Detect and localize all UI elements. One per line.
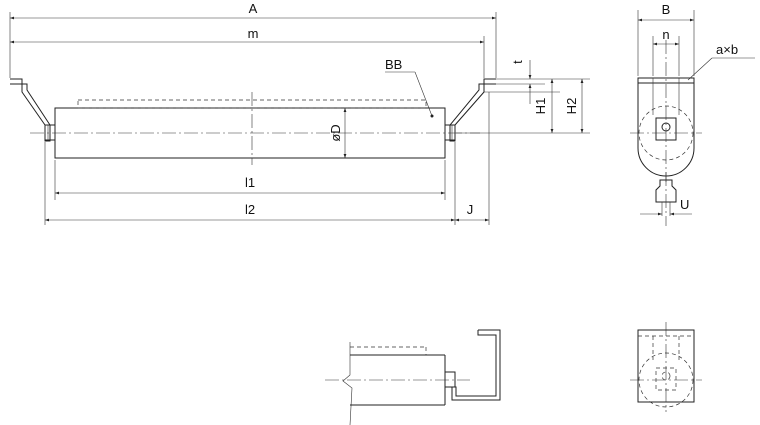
- top-strip: [77, 99, 427, 109]
- label-H2: H2: [564, 98, 579, 115]
- shaft-end-detail: [655, 179, 677, 203]
- label-BB: BB: [385, 57, 402, 72]
- front-view: BB A m øD l1 l2 J t: [9, 1, 590, 225]
- left-bracket: [10, 78, 51, 142]
- partial-shaft-end: [444, 371, 456, 388]
- shaft-detail-view: U: [640, 172, 692, 226]
- label-t: t: [510, 60, 525, 64]
- label-l1: l1: [245, 175, 255, 190]
- partial-bracket: [451, 329, 501, 401]
- break-line: [342, 342, 353, 425]
- label-m: m: [248, 26, 259, 41]
- label-U: U: [680, 197, 689, 212]
- side-view: B n a×b: [630, 2, 755, 182]
- label-H1: H1: [533, 98, 548, 115]
- label-axb: a×b: [716, 42, 738, 57]
- label-l2: l2: [245, 202, 255, 217]
- bottom-side-view: [630, 322, 702, 412]
- label-A: A: [249, 1, 258, 16]
- label-D: øD: [328, 124, 343, 141]
- right-bracket: [449, 78, 496, 142]
- label-n: n: [662, 27, 669, 42]
- partial-front-view: [325, 329, 501, 425]
- label-J: J: [467, 202, 474, 217]
- label-B: B: [662, 2, 671, 17]
